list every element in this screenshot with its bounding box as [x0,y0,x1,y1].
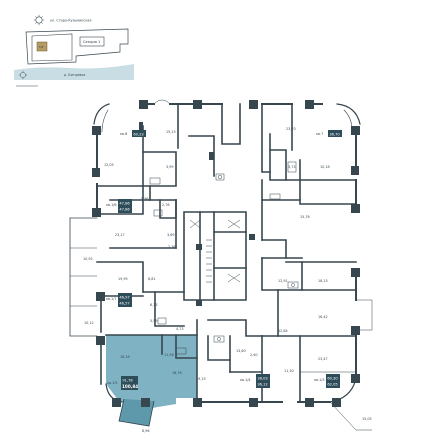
room-area: 8,96 [142,429,150,433]
room-area: 10,18 [320,165,330,169]
apartment-kv3[interactable]: кв.1/6 47,86 47,86 [106,199,132,213]
sun-small-icon [18,70,28,80]
apartment-code: кв.1/6 [106,203,117,207]
building-label: 7/8 [39,45,44,49]
room-area: 12,84 [278,329,288,333]
room-area: 5,59 [150,319,158,323]
apartment-area: 62,05 [327,383,337,387]
room-area: 12,05 [104,163,114,167]
street-bottom-label: р. Битцевка [64,73,85,77]
apartment-area-badge [326,374,340,388]
apartment-kv2[interactable]: кв.7 36,70 [316,130,342,137]
room-area: 6,13 [150,303,158,307]
room-area: 15,05 [362,417,372,421]
room-area: 18,76 [172,371,182,375]
street-top-label: ул. Старо-Кузьминская [50,19,91,23]
apartment-badge: 91,78 [122,378,133,382]
room-area: 10,92 [83,257,93,261]
structural-columns [92,100,360,407]
room-area: 16,42 [318,315,328,319]
location-map: ул. Старо-Кузьминская 7/8 Секция 1 р. Би… [14,14,134,96]
apartment-code: кв.1/5 [107,381,118,385]
apartment-code: кв.1/7 [106,297,117,301]
room-area: 11,30 [284,369,294,373]
room-area: 23,17 [115,233,125,237]
room-area: 2,40 [250,353,258,357]
apartment-area: 47,86 [119,201,130,205]
room-area: 19,95 [118,277,128,281]
apartment-kv5[interactable]: кв.1/5 91,78 100,84 [107,376,138,390]
apartment-area-badge [132,130,146,137]
river-shape [14,64,134,80]
room-area-labels: 15,15 3,99 12,05 23,70 3,73 10,18 5,96 2… [83,127,372,433]
apartment-code: кв.8 [120,132,127,136]
apartment-kv7[interactable]: кв.1/3 60,30 62,05 [314,374,340,388]
apartment-area: 100,84 [122,384,138,389]
section-badge-label: Секция 1 [83,40,100,44]
apartment-kv1[interactable]: кв.8 60,23 [120,130,146,137]
room-area: 16,16 [120,355,130,359]
apartment-badge: 46,57 [119,302,129,306]
apartment-area: 60,23 [133,132,143,136]
room-area: 3,69 [167,233,175,237]
room-area: 15,15 [166,130,176,134]
apartment-area-badge [118,199,132,213]
room-area: 2,76 [168,245,176,249]
selected-apartment-fill[interactable] [106,335,197,410]
room-area: 23,47 [318,357,328,361]
building-marker[interactable] [36,41,48,52]
apartment-kv4[interactable]: кв.1/7 46,97 46,57 [106,293,132,307]
section-badge [79,36,105,47]
apartment-area: 46,97 [119,295,129,299]
apartment-code: кв.7 [316,132,323,136]
apartment-code: кв.1/4 [240,378,251,382]
apartment-code: кв.1/3 [314,378,325,382]
room-area: 11,56 [164,353,174,357]
apartment-area: 36,12 [257,383,267,387]
apartment-badge: 60,30 [327,376,338,380]
apartment-badge: 38,03 [257,376,267,380]
apartment-area-badge [328,130,342,137]
room-area: 23,70 [286,127,296,131]
apartment-area-badge [121,376,138,390]
apartment-area-badge [118,293,132,307]
room-area: 18,15 [318,279,328,283]
room-area: 13,60 [236,349,246,353]
room-area: 5,96 [141,197,149,201]
room-area: 19,15 [196,377,206,381]
room-area: 10,12 [84,321,94,325]
apartment-area-badge [256,374,270,388]
room-area: 12,91 [278,279,288,283]
apartment-area: 36,70 [329,132,340,136]
fixtures [70,99,373,431]
room-area: 3,73 [288,165,296,169]
room-area: 15,76 [300,215,310,219]
apartment-badge: 47,86 [119,208,130,212]
sun-icon [33,14,45,26]
apartment-kv6[interactable]: кв.1/4 38,03 36,12 [240,374,270,388]
room-area: 3,99 [166,165,174,169]
site-building-block [31,33,73,62]
room-area: 2,76 [162,203,170,207]
room-area: 6,81 [148,277,156,281]
room-area: 4,73 [176,327,184,331]
